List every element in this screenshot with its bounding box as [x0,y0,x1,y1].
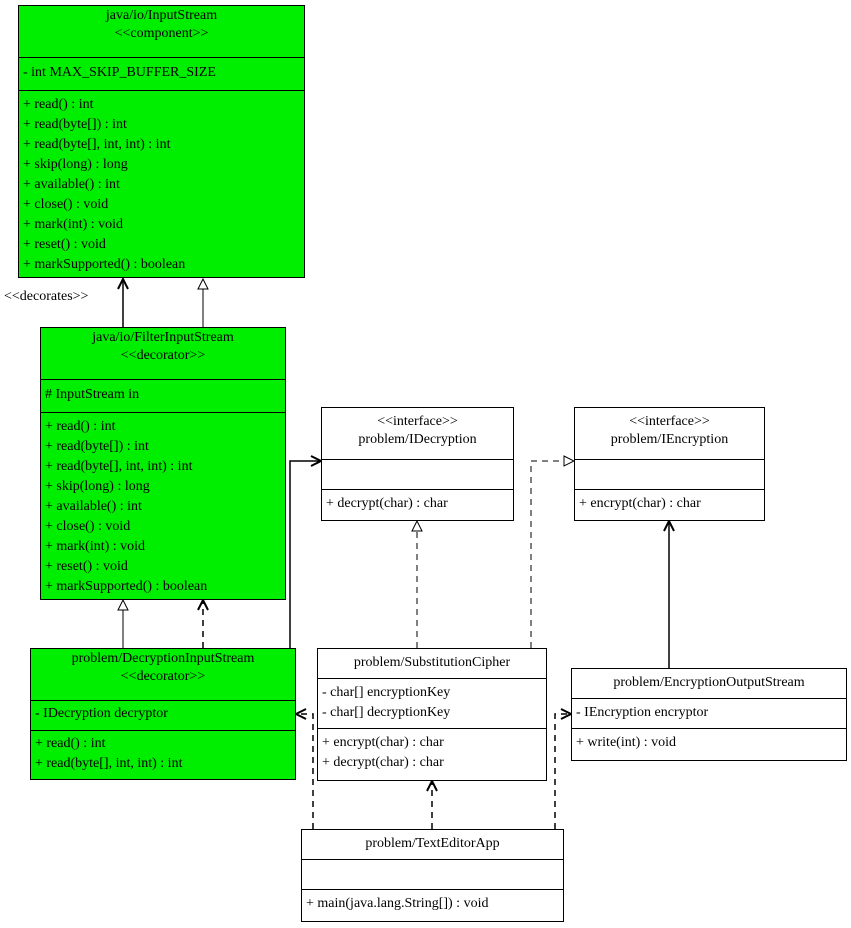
method-row: + main(java.lang.String[]) : void [306,896,489,911]
method-row: + read() : int [35,736,106,751]
method-row: + markSupported() : boolean [23,257,186,272]
method-row: + encrypt(char) : char [322,735,444,750]
attribute-row: # InputStream in [45,387,140,402]
method-row: + read(byte[], int, int) : int [23,137,171,152]
interface-idecryption[interactable]: <<interface>> problem/IDecryption + decr… [321,407,514,521]
class-name: problem/TextEditorApp [365,836,500,851]
class-name: problem/SubstitutionCipher [353,655,511,670]
method-row: + reset() : void [23,237,106,252]
class-stereotype: <<decorator>> [120,348,206,363]
edge-app-depends-decryption [296,714,314,829]
attribute-row: - IEncryption encryptor [576,705,709,720]
class-encryption-output-stream[interactable]: problem/EncryptionOutputStream - IEncryp… [571,668,847,761]
class-name: problem/DecryptionInputStream [71,651,255,666]
method-row: + read(byte[]) : int [23,117,127,132]
method-row: + read() : int [23,97,94,112]
class-stereotype: <<interface>> [629,414,710,429]
method-row: + skip(long) : long [45,479,150,494]
attribute-row: - IDecryption decryptor [35,706,168,721]
edge-label-decorates: <<decorates>> [4,289,89,304]
method-row: + read() : int [45,419,116,434]
method-row: + reset() : void [45,559,128,574]
method-row: + decrypt(char) : char [326,496,448,511]
class-decryption-input-stream[interactable]: problem/DecryptionInputStream <<decorato… [30,648,296,780]
class-name: problem/IEncryption [610,432,729,447]
class-text-editor-app[interactable]: problem/TextEditorApp + main(java.lang.S… [301,829,564,922]
class-stereotype: <<interface>> [377,414,458,429]
class-stereotype: <<decorator>> [120,669,206,684]
class-input-stream[interactable]: java/io/InputStream <<component>> - int … [18,5,305,278]
empty-attribute-section [302,860,563,890]
method-row: + close() : void [23,197,109,212]
attribute-row: - char[] decryptionKey [322,705,451,720]
method-row: + read(byte[]) : int [45,439,149,454]
method-row: + available() : int [23,177,120,192]
method-row: + skip(long) : long [23,157,128,172]
edge-app-depends-output [554,714,571,829]
class-name: java/io/FilterInputStream [92,330,234,345]
edge-cipher-implements-iencryption [530,461,574,648]
method-row: + mark(int) : void [45,539,146,554]
method-row: + markSupported() : boolean [45,579,208,594]
method-row: + available() : int [45,499,142,514]
edge-decryption-uses-idecryption [289,461,321,648]
method-row: + read(byte[], int, int) : int [35,756,183,771]
class-substitution-cipher[interactable]: problem/SubstitutionCipher - char[] encr… [317,648,547,781]
interface-iencryption[interactable]: <<interface>> problem/IEncryption + encr… [574,407,765,521]
method-row: + write(int) : void [576,735,677,750]
class-filter-input-stream[interactable]: java/io/FilterInputStream <<decorator>> … [40,327,286,600]
method-row: + mark(int) : void [23,217,124,232]
method-row: + close() : void [45,519,131,534]
class-name: problem/IDecryption [358,432,477,447]
class-name: problem/EncryptionOutputStream [613,675,805,690]
empty-attribute-section [322,460,513,490]
class-name: java/io/InputStream [105,8,218,23]
method-row: + read(byte[], int, int) : int [45,459,193,474]
attribute-row: - char[] encryptionKey [322,685,451,700]
class-stereotype: <<component>> [114,26,209,41]
attribute-row: - int MAX_SKIP_BUFFER_SIZE [23,65,216,80]
method-row: + decrypt(char) : char [322,755,444,770]
empty-attribute-section [575,460,764,490]
method-row: + encrypt(char) : char [579,496,701,511]
